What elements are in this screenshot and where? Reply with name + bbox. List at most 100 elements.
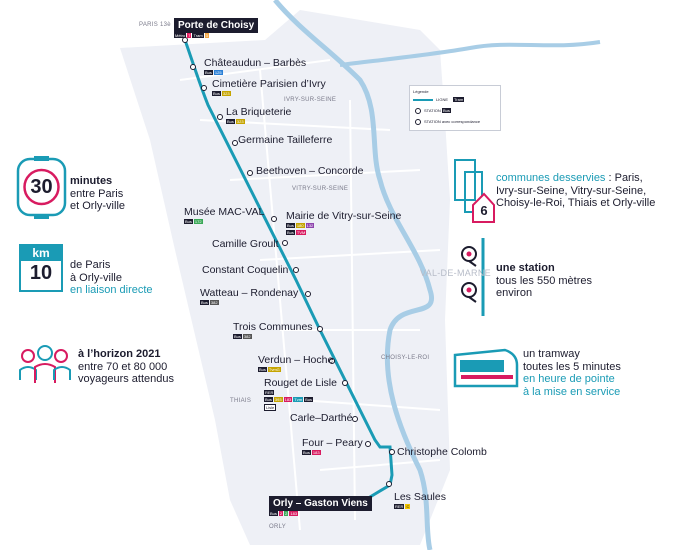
tag: Bus [269,511,278,516]
legend-line-label: LIGNE [436,97,449,102]
station-mairie-vitry[interactable]: Mairie de Vitry-sur-Seine [286,210,402,222]
seine-river [273,0,435,550]
tag: 183 [283,397,293,402]
legend-station-badge: Bus [442,108,451,113]
station-dot[interactable] [190,64,196,70]
station-dot[interactable] [182,37,188,43]
station-dot[interactable] [386,481,392,487]
connections-la-briqueterie: Bus 323 [226,119,245,124]
tag: 132 [305,223,315,228]
station-dot[interactable] [305,291,311,297]
tag: Lisle [264,404,277,411]
tag: 3 [204,33,209,38]
horizon-line: entre 70 et 80 000 [78,360,168,373]
station-constant-coquelin[interactable]: Constant Coquelin [202,264,289,276]
station-dot[interactable] [342,380,348,386]
connections-rouget-de-lisle-1: RER [264,390,275,395]
minutes-line: entre Paris [70,187,124,200]
station-camille-groult[interactable]: Camille Groult [212,238,279,250]
station-rouget-de-lisle[interactable]: Rouget de Lisle [264,377,337,389]
station-cimetiere-ivry[interactable]: Cimetière Parisien d’Ivry [212,78,326,90]
tag: Bus [286,223,295,228]
tag: Bus [286,230,295,235]
station-trois-communes[interactable]: Trois Communes [233,321,313,333]
connections-les-saules: RER C [394,504,411,509]
land-area [120,10,450,545]
tag: Bus [304,397,313,402]
horizon-info: à l’horizon 2021 entre 70 et 80 000 voya… [78,348,174,386]
minutes-info: minutes entre Paris et Orly-ville [70,175,125,213]
connections-verdun-hoche: Bus TvmG [258,367,281,372]
connections-chateaudun-barbes: Bus 125 [204,70,223,75]
area-paris: PARIS 13è [139,22,171,28]
station-porte-de-choisy[interactable]: Porte de Choisy [174,18,259,33]
tag: Bus [200,300,209,305]
buildings-icon [454,159,495,223]
km-line-highlight: en liaison directe [70,284,153,296]
station-dot[interactable] [365,441,371,447]
station-orly-gaston-viens[interactable]: Orly – Gaston Viens [269,496,372,511]
tag: 382 [242,334,252,339]
tag: Bus [264,397,273,402]
communes-value: 6 [480,203,488,218]
station-watteau-rondenay[interactable]: Watteau – Rondenay [200,287,299,299]
minutes-value: 30 [30,176,53,198]
station-dot[interactable] [232,140,238,146]
legend-correspondence-label: STATION avec correspondance [424,119,481,124]
km-info: de Paris à Orly-ville en liaison directe [70,259,153,297]
station-germaine-tailleferre[interactable]: Germaine Tailleferre [238,134,333,146]
station-dot[interactable] [352,416,358,422]
tag: 2 [284,511,289,516]
station-musee-mac-val[interactable]: Musée MAC-VAL [184,206,265,218]
station-dot[interactable] [317,326,323,332]
km-line: à Orly-ville [70,271,122,284]
tag: 172 [193,219,203,224]
area-choisy: CHOISY-LE-ROI [381,355,430,361]
tram-line [183,39,394,502]
connections-trois-communes: Bus 382 [233,334,252,339]
tag: Bus [212,91,221,96]
tag: 382 [209,300,219,305]
station-info-line: environ [496,287,533,299]
area-thiais: THIAIS [230,398,252,404]
tag: Bus [302,450,311,455]
legend-station-dot [415,108,421,114]
station-dot[interactable] [271,216,277,222]
station-chateaudun-barbes[interactable]: Châteaudun – Barbès [204,57,307,69]
tag: 125 [213,70,223,75]
station-la-briqueterie[interactable]: La Briqueterie [226,106,292,118]
tag: Bus [184,219,193,224]
station-dot[interactable] [389,449,395,455]
tag: Bus [233,334,242,339]
station-dot[interactable] [329,358,335,364]
area-val-de-marne: VAL-DE-MARNE [420,268,491,278]
tram-icon [453,348,519,388]
station-dot[interactable] [217,114,223,120]
station-christophe-colomb[interactable]: Christophe Colomb [397,446,487,458]
marne-river [339,40,601,67]
station-les-saules[interactable]: Les Saules [394,491,446,503]
station-verdun-hoche[interactable]: Verdun – Hoche [258,354,334,366]
tag: 180 [295,223,305,228]
station-four-peary[interactable]: Four – Peary [302,437,363,449]
connections-musee-mac-val: Bus 172 [184,219,203,224]
station-dot[interactable] [293,267,299,273]
station-dot[interactable] [282,240,288,246]
tag: Tvm [293,397,304,402]
station-dot[interactable] [247,170,253,176]
station-dot[interactable] [201,85,207,91]
tag: Bus [204,70,213,75]
tag: Tram [192,33,204,38]
tag: RER [264,390,275,395]
tram-line-highlight: à la mise en service [523,385,621,398]
station-carle-darthe[interactable]: Carle–Darthé [290,412,353,424]
people-icon [19,345,71,383]
station-beethoven-concorde[interactable]: Beethoven – Concorde [256,165,364,177]
tag: 183 [289,511,299,516]
tram-info: un tramway toutes les 5 minutes en heure… [523,348,621,398]
area-vitry: VITRY-SUR-SEINE [292,186,349,192]
station-info-title: une station [496,262,555,274]
clock-icon [16,156,67,219]
legend-line-badge: Tram [453,97,465,102]
